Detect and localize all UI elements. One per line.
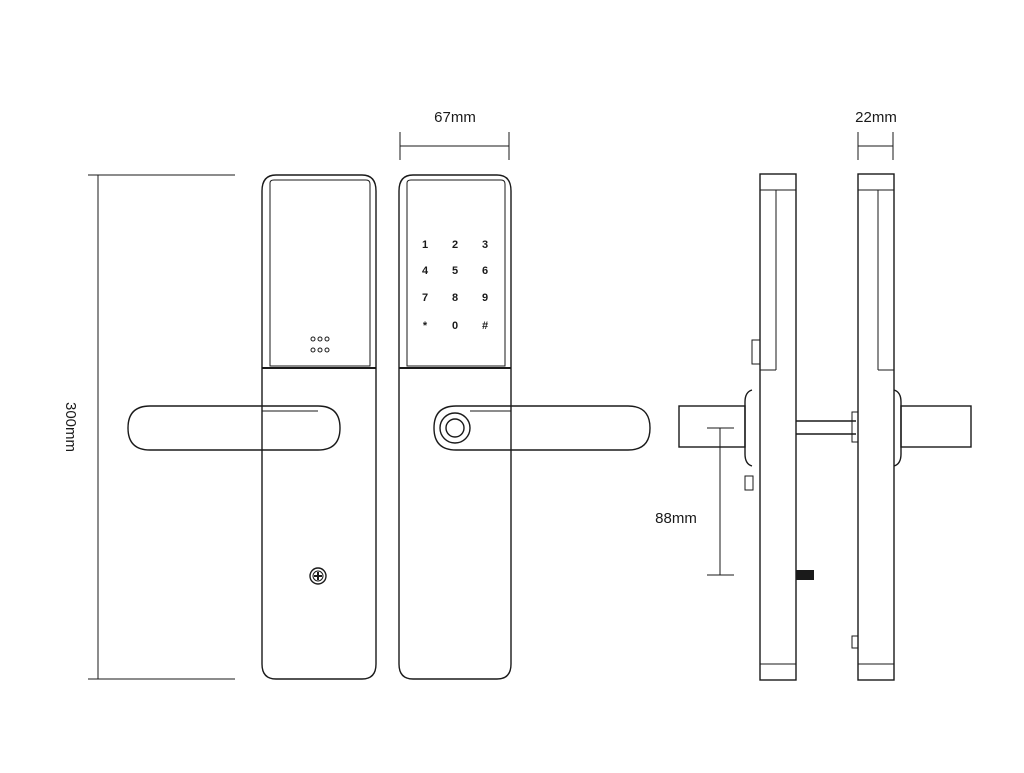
speaker-grille-icon bbox=[310, 336, 330, 353]
handle-offset-dimension: 88mm bbox=[655, 427, 734, 576]
side-left-tab bbox=[751, 339, 761, 365]
offset-label: 88mm bbox=[655, 510, 697, 527]
side-thumb-turn bbox=[796, 570, 814, 580]
depth-label: 22mm bbox=[855, 109, 897, 126]
back-panel-outline bbox=[261, 174, 377, 680]
front-view: 1 2 3 4 5 6 7 8 9 * 0 # bbox=[398, 174, 651, 680]
keypad-key: 3 bbox=[482, 239, 488, 251]
side-left-pin bbox=[744, 475, 754, 491]
screw-icon bbox=[309, 567, 327, 585]
keypad: 1 2 3 4 5 6 7 8 9 * 0 # bbox=[422, 239, 488, 332]
width-label: 67mm bbox=[434, 109, 476, 126]
front-handle bbox=[433, 405, 651, 451]
back-view bbox=[127, 174, 377, 680]
keypad-key: 8 bbox=[452, 292, 458, 304]
keypad-key: 0 bbox=[452, 320, 458, 332]
side-view bbox=[678, 173, 972, 681]
keypad-key: 6 bbox=[482, 265, 488, 277]
keypad-key: * bbox=[423, 320, 428, 332]
front-panel-top-section bbox=[406, 179, 506, 367]
back-handle bbox=[127, 405, 341, 451]
keypad-key: 7 bbox=[422, 292, 428, 304]
keypad-key: 4 bbox=[422, 265, 429, 277]
keypad-key: 9 bbox=[482, 292, 488, 304]
side-left-panel bbox=[759, 173, 797, 681]
front-panel-outline bbox=[398, 174, 512, 680]
keypad-key: # bbox=[482, 320, 488, 332]
back-panel-top-section bbox=[269, 179, 371, 367]
keypad-key: 1 bbox=[422, 239, 428, 251]
side-right-rosette bbox=[893, 389, 902, 467]
side-left-handle bbox=[678, 405, 746, 448]
fingerprint-sensor-icon bbox=[439, 412, 471, 444]
height-label: 300mm bbox=[62, 402, 79, 452]
side-right-spindle-hub bbox=[851, 411, 859, 443]
height-dimension: 300mm bbox=[62, 174, 235, 680]
depth-dimension: 22mm bbox=[855, 109, 897, 160]
keypad-key: 2 bbox=[452, 239, 458, 251]
side-right-handle bbox=[900, 405, 972, 448]
side-left-rosette bbox=[744, 389, 753, 467]
keypad-key: 5 bbox=[452, 265, 458, 277]
side-right-tab bbox=[851, 635, 859, 649]
width-dimension: 67mm bbox=[399, 109, 510, 160]
side-right-panel bbox=[857, 173, 895, 681]
